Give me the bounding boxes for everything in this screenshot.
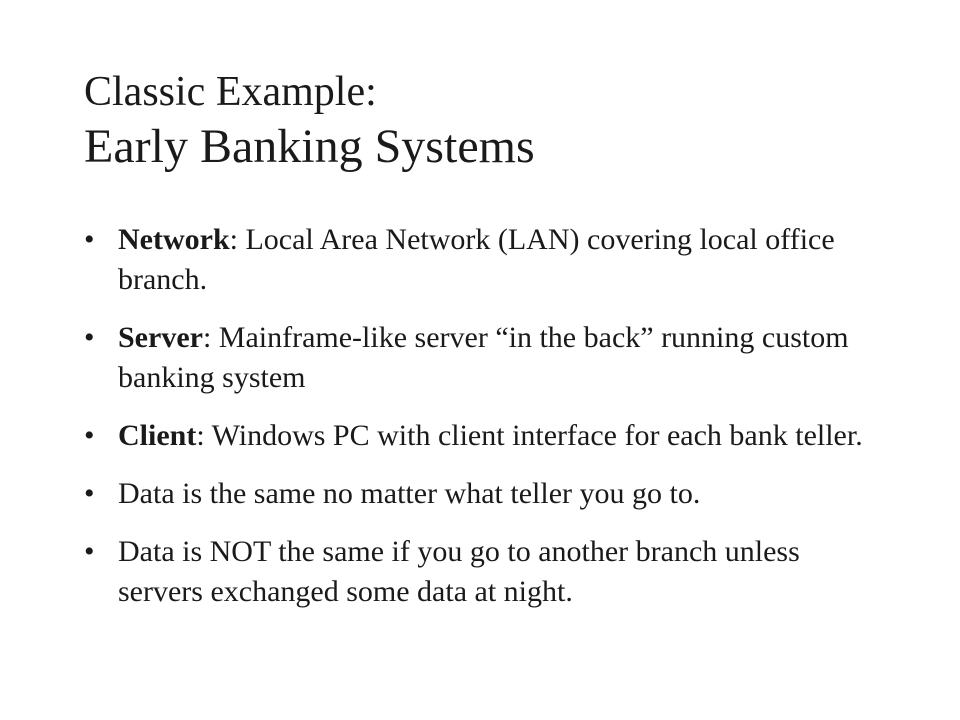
bullet-icon: • [84, 419, 95, 452]
title-line-2: Early Banking Systems [84, 120, 535, 173]
bullet-term: Client [118, 419, 197, 452]
bullet-item-client: • Client: Windows PC with client interfa… [84, 416, 884, 456]
bullet-text: : Mainframe-like server “in the back” ru… [118, 321, 849, 394]
bullet-icon: • [84, 477, 95, 510]
bullet-term: Server [118, 321, 203, 354]
bullet-icon: • [84, 321, 95, 354]
bullet-text: : Local Area Network (LAN) covering loca… [118, 223, 835, 296]
title-line-1: Classic Example: [84, 69, 377, 115]
bullet-item-server: • Server: Mainframe-like server “in the … [84, 318, 884, 398]
bullet-text: : Windows PC with client interface for e… [196, 419, 863, 452]
bullet-item-data-same: • Data is the same no matter what teller… [84, 474, 884, 514]
bullet-item-network: • Network: Local Area Network (LAN) cove… [84, 220, 884, 300]
bullet-icon: • [84, 535, 95, 568]
bullet-text: Data is NOT the same if you go to anothe… [118, 535, 800, 608]
slide-title: Classic Example: Early Banking Systems [84, 66, 904, 176]
bullet-text: Data is the same no matter what teller y… [118, 477, 701, 510]
bullet-list: • Network: Local Area Network (LAN) cove… [84, 220, 884, 630]
bullet-icon: • [84, 223, 95, 256]
bullet-term: Network [118, 223, 230, 256]
bullet-item-data-not-same: • Data is NOT the same if you go to anot… [84, 532, 884, 612]
